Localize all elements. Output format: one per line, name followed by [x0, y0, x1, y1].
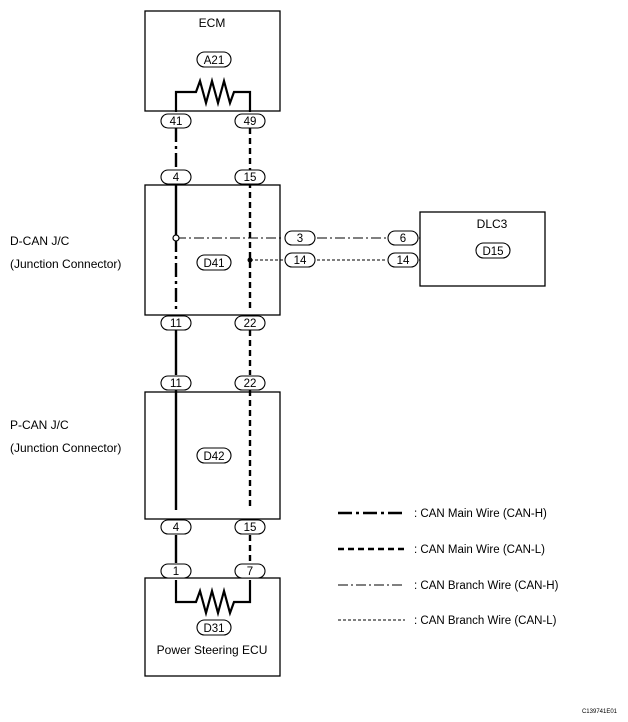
connector-d31: D31 — [196, 619, 232, 636]
svg-text:4: 4 — [173, 172, 180, 184]
connector-d41: D41 — [196, 254, 232, 271]
svg-text:49: 49 — [244, 116, 257, 128]
ecm-title: ECM — [199, 16, 226, 30]
pin-pcan-4: 4 — [160, 519, 192, 535]
legend-item-main-h: : CAN Main Wire (CAN-H) — [338, 508, 547, 520]
pin-pcan-11: 11 — [160, 375, 192, 391]
pin-ecm-41: 41 — [160, 113, 192, 129]
can-l-junction-dot — [247, 257, 253, 263]
power-steering-ecu-title: Power Steering ECU — [157, 643, 268, 657]
pin-ps-ecu-7: 7 — [234, 563, 266, 579]
connector-d42: D42 — [196, 447, 232, 464]
pin-dcan-3: 3 — [284, 230, 316, 246]
pin-dcan-14: 14 — [284, 252, 316, 268]
svg-text:6: 6 — [400, 233, 406, 245]
svg-text:11: 11 — [170, 378, 182, 390]
legend-item-branch-h: : CAN Branch Wire (CAN-H) — [338, 580, 559, 592]
pin-pcan-15: 15 — [234, 519, 266, 535]
svg-text:D15: D15 — [482, 246, 503, 258]
svg-text:15: 15 — [244, 172, 257, 184]
ps-ecu-terminating-resistor — [174, 580, 252, 618]
dcan-jc-sublabel: (Junction Connector) — [10, 257, 121, 271]
svg-text:D42: D42 — [203, 451, 224, 463]
svg-text:A21: A21 — [204, 55, 224, 67]
svg-text:11: 11 — [170, 318, 182, 330]
pin-dcan-4: 4 — [160, 169, 192, 185]
svg-text:: CAN Branch Wire (CAN-H): : CAN Branch Wire (CAN-H) — [414, 580, 559, 592]
can-h-junction-dot — [172, 234, 180, 242]
pin-dlc3-14: 14 — [387, 252, 419, 268]
svg-text:41: 41 — [170, 116, 183, 128]
svg-text:: CAN Main Wire (CAN-H): : CAN Main Wire (CAN-H) — [414, 508, 547, 520]
svg-text:D31: D31 — [203, 623, 224, 635]
legend-item-branch-l: : CAN Branch Wire (CAN-L) — [338, 615, 557, 627]
dcan-jc-box — [144, 184, 281, 316]
svg-text:22: 22 — [244, 378, 257, 390]
svg-text:: CAN Main Wire (CAN-L): : CAN Main Wire (CAN-L) — [414, 544, 545, 556]
ecm-terminating-resistor — [174, 76, 252, 112]
svg-text:: CAN Branch Wire (CAN-L): : CAN Branch Wire (CAN-L) — [414, 615, 557, 627]
svg-text:4: 4 — [173, 522, 180, 534]
pcan-jc-sublabel: (Junction Connector) — [10, 441, 121, 455]
svg-text:15: 15 — [244, 522, 257, 534]
dcan-jc-label: D-CAN J/C — [10, 234, 70, 248]
pcan-jc-label: P-CAN J/C — [10, 418, 69, 432]
svg-text:7: 7 — [247, 566, 253, 578]
legend-item-main-l: : CAN Main Wire (CAN-L) — [338, 544, 545, 556]
pin-ecm-49: 49 — [234, 113, 266, 129]
pin-dcan-11: 11 — [160, 315, 192, 331]
legend: : CAN Main Wire (CAN-H) : CAN Main Wire … — [338, 508, 559, 627]
pin-dcan-15: 15 — [234, 169, 266, 185]
dlc3-title: DLC3 — [477, 217, 508, 231]
svg-text:3: 3 — [297, 233, 303, 245]
connector-d15: D15 — [475, 242, 511, 259]
pin-pcan-22: 22 — [234, 375, 266, 391]
svg-text:14: 14 — [397, 255, 410, 267]
figure-code: C139741E01 — [582, 709, 618, 715]
svg-text:14: 14 — [294, 255, 307, 267]
svg-text:22: 22 — [244, 318, 257, 330]
pin-dcan-22: 22 — [234, 315, 266, 331]
svg-text:D41: D41 — [203, 258, 224, 270]
svg-text:1: 1 — [173, 566, 179, 578]
connector-a21: A21 — [196, 51, 232, 68]
pin-dlc3-6: 6 — [387, 230, 419, 246]
pin-ps-ecu-1: 1 — [160, 563, 192, 579]
